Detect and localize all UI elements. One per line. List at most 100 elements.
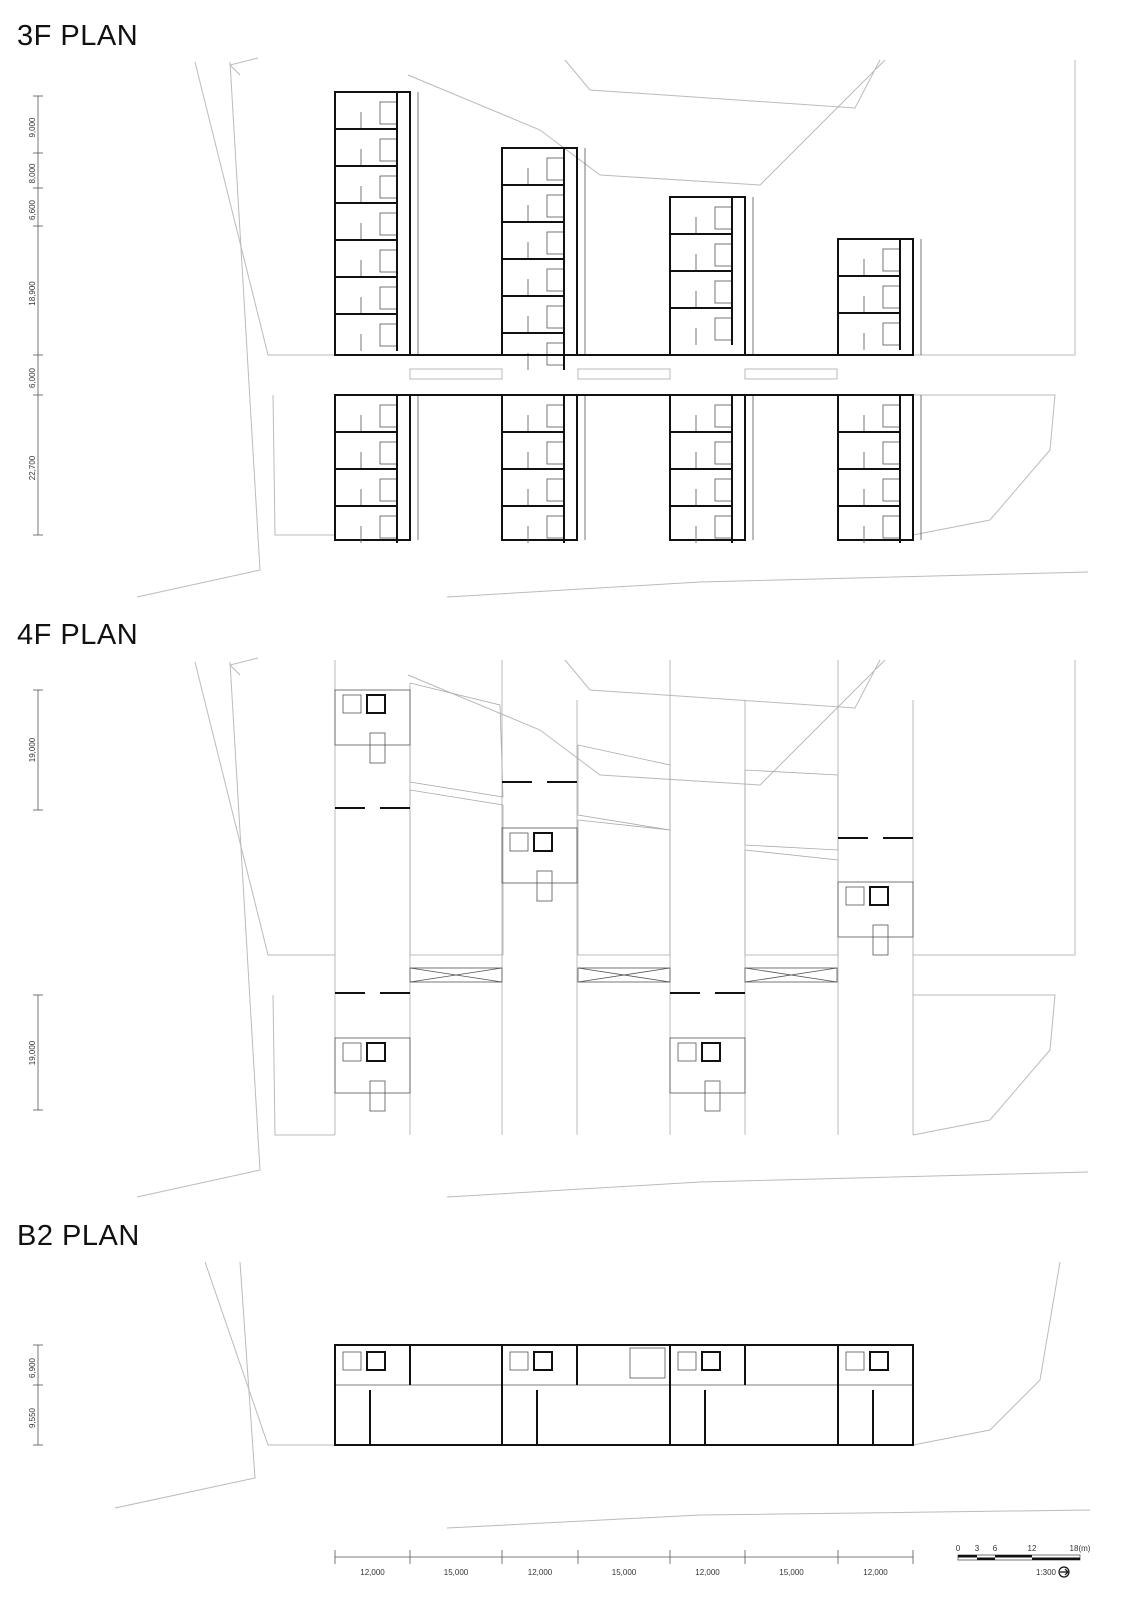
scale-tick-label: 12 bbox=[1028, 1544, 1037, 1553]
scale-tick-label: 6 bbox=[993, 1544, 998, 1553]
dimension-label-4f: 19,000 bbox=[28, 1040, 37, 1065]
shaft bbox=[536, 870, 553, 902]
dimension-label-b2: 6,900 bbox=[28, 1357, 37, 1378]
bathroom bbox=[379, 101, 398, 125]
void bbox=[409, 967, 503, 983]
scale-bar-segment bbox=[995, 1555, 1032, 1558]
bathroom bbox=[714, 317, 733, 341]
elevator bbox=[533, 1351, 553, 1371]
dimension-label-3f: 6,600 bbox=[28, 199, 37, 220]
tower-outline bbox=[334, 394, 411, 541]
scale-bar-segment bbox=[1032, 1557, 1080, 1560]
bathroom bbox=[546, 515, 565, 539]
plan-title-b2: B2 PLAN bbox=[17, 1220, 140, 1252]
shaft bbox=[704, 1080, 721, 1112]
bathroom bbox=[714, 243, 733, 267]
site-boundary bbox=[136, 661, 261, 1198]
site-boundary bbox=[114, 1261, 256, 1509]
skylight bbox=[577, 368, 671, 380]
scale-tick-label: 0 bbox=[956, 1544, 961, 1553]
bathroom bbox=[882, 478, 901, 502]
bottom-dimension-label: 15,000 bbox=[612, 1568, 637, 1577]
scale-bar-segment bbox=[958, 1555, 977, 1558]
core-block bbox=[669, 1037, 746, 1094]
bottom-dimension-label: 15,000 bbox=[444, 1568, 469, 1577]
bathroom bbox=[379, 212, 398, 236]
bathroom bbox=[882, 248, 901, 272]
core-block bbox=[334, 1037, 411, 1094]
bathroom bbox=[714, 478, 733, 502]
tower-outline bbox=[669, 394, 746, 541]
elevator bbox=[366, 1351, 386, 1371]
site-boundary bbox=[194, 61, 335, 356]
terrace-block bbox=[744, 849, 839, 956]
skylight bbox=[409, 368, 503, 380]
bathroom bbox=[379, 286, 398, 310]
stair bbox=[845, 1351, 865, 1371]
void-cross bbox=[577, 967, 671, 983]
bottom-dimension-label: 12,000 bbox=[863, 1568, 888, 1577]
site-boundary bbox=[272, 394, 335, 536]
site-boundary bbox=[229, 57, 259, 76]
plan-title-3f: 3F PLAN bbox=[17, 20, 139, 52]
terrace-block bbox=[409, 682, 504, 798]
bathroom bbox=[379, 441, 398, 465]
dimension-label-3f: 22,700 bbox=[28, 455, 37, 480]
core-block bbox=[501, 827, 578, 884]
core-block bbox=[837, 881, 914, 938]
site-boundary bbox=[136, 61, 261, 598]
dimension-label-4f: 19,000 bbox=[28, 737, 37, 762]
b2-outline bbox=[334, 1344, 914, 1446]
site-boundary bbox=[564, 659, 881, 709]
bathroom bbox=[546, 268, 565, 292]
restroom-core bbox=[629, 1347, 666, 1379]
site-boundary bbox=[912, 1261, 1061, 1446]
elevator bbox=[366, 1042, 386, 1062]
bathroom bbox=[714, 441, 733, 465]
dimension-label-3f: 18,900 bbox=[28, 281, 37, 306]
bottom-dimension-label: 15,000 bbox=[779, 1568, 804, 1577]
bathroom bbox=[379, 404, 398, 428]
site-boundary bbox=[564, 59, 881, 109]
terrace-block bbox=[744, 769, 839, 851]
stair bbox=[509, 1351, 529, 1371]
site-boundary bbox=[912, 394, 1056, 536]
bathroom bbox=[546, 231, 565, 255]
elevator bbox=[869, 1351, 889, 1371]
stair bbox=[509, 832, 529, 852]
bathroom bbox=[379, 249, 398, 273]
plan-title-4f: 4F PLAN bbox=[17, 619, 139, 651]
stair bbox=[845, 886, 865, 906]
bathroom bbox=[882, 404, 901, 428]
core-block bbox=[334, 689, 411, 746]
bathroom bbox=[546, 478, 565, 502]
tower-outline bbox=[501, 394, 578, 541]
void-cross bbox=[744, 967, 838, 983]
north-arrow-icon bbox=[1060, 1568, 1069, 1576]
bottom-dimension-label: 12,000 bbox=[695, 1568, 720, 1577]
bathroom bbox=[546, 404, 565, 428]
shaft bbox=[369, 732, 386, 764]
site-boundary bbox=[204, 1261, 335, 1446]
bathroom bbox=[546, 194, 565, 218]
void-cross bbox=[409, 967, 503, 983]
site-boundary bbox=[913, 60, 1076, 356]
shaft bbox=[872, 924, 889, 956]
site-boundary bbox=[913, 660, 1076, 956]
tower-outline bbox=[837, 238, 914, 356]
site-boundary bbox=[446, 1171, 1089, 1198]
bottom-dimension-label: 12,000 bbox=[360, 1568, 385, 1577]
site-boundary bbox=[407, 659, 886, 786]
site-boundary bbox=[407, 59, 886, 186]
bathroom bbox=[546, 441, 565, 465]
dimension-label-3f: 6,000 bbox=[28, 367, 37, 388]
scale-tick-label: 18(m) bbox=[1070, 1544, 1091, 1553]
elevator bbox=[533, 832, 553, 852]
bathroom bbox=[714, 280, 733, 304]
bathroom bbox=[546, 305, 565, 329]
bathroom bbox=[379, 138, 398, 162]
stair bbox=[677, 1351, 697, 1371]
site-boundary bbox=[272, 994, 335, 1136]
bathroom bbox=[379, 323, 398, 347]
bathroom bbox=[882, 441, 901, 465]
